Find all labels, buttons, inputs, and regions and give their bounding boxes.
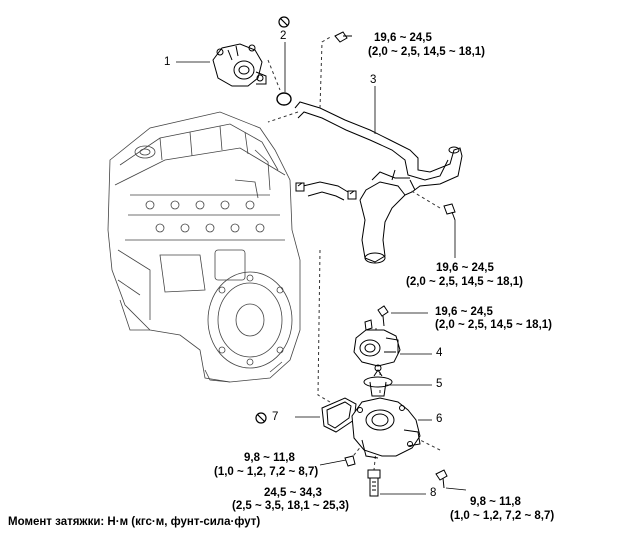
prohibition-circle-icon	[278, 16, 290, 28]
part-2-o-ring-drawing	[276, 92, 292, 106]
callout-1: 1	[164, 56, 171, 68]
hose-drawing	[295, 181, 357, 201]
torque-spec-5-value: 24,5 ~ 34,3	[264, 487, 322, 499]
callout-5: 5	[436, 378, 443, 390]
torque-spec-1-detail: (2,0 ~ 2,5, 14,5 ~ 18,1)	[368, 46, 485, 58]
callout-7: 7	[272, 411, 279, 423]
callout-4: 4	[436, 347, 443, 359]
callout-2: 2	[280, 30, 287, 42]
torque-spec-6-detail: (1,0 ~ 1,2, 7,2 ~ 8,7)	[450, 510, 555, 522]
part-3-pipe-drawing	[294, 101, 463, 264]
torque-spec-5-detail: (2,5 ~ 3,5, 18,1 ~ 25,3)	[232, 500, 349, 512]
callout-6: 6	[436, 413, 443, 425]
part-4-cover-drawing	[353, 329, 401, 367]
torque-spec-2-detail: (2,0 ~ 2,5, 14,5 ~ 18,1)	[406, 276, 523, 288]
torque-spec-2-value: 19,6 ~ 24,5	[436, 262, 494, 274]
torque-spec-6-value: 9,8 ~ 11,8	[470, 496, 521, 508]
part-8-sensor-drawing	[367, 469, 381, 497]
part-7-gasket-drawing	[321, 397, 357, 433]
prohibition-circle-icon	[255, 412, 267, 424]
torque-spec-1-value: 19,6 ~ 24,5	[374, 32, 432, 44]
callout-8: 8	[430, 487, 437, 499]
torque-units-caption: Момент затяжки: Н·м (кгс·м, фунт-сила·фу…	[8, 516, 261, 528]
engine-block-drawing	[107, 111, 301, 383]
part-6-housing-drawing	[351, 397, 421, 459]
torque-spec-3-detail: (2,0 ~ 2,5, 14,5 ~ 18,1)	[435, 319, 552, 331]
torque-spec-4-value: 9,8 ~ 11,8	[244, 452, 295, 464]
part-5-thermostat-drawing	[363, 364, 393, 397]
torque-spec-3-value: 19,6 ~ 24,5	[435, 306, 493, 318]
torque-spec-4-detail: (1,0 ~ 1,2, 7,2 ~ 8,7)	[214, 466, 319, 478]
part-1-housing-drawing	[212, 43, 267, 87]
bolt-drawings	[334, 31, 456, 489]
callout-3: 3	[370, 74, 377, 86]
